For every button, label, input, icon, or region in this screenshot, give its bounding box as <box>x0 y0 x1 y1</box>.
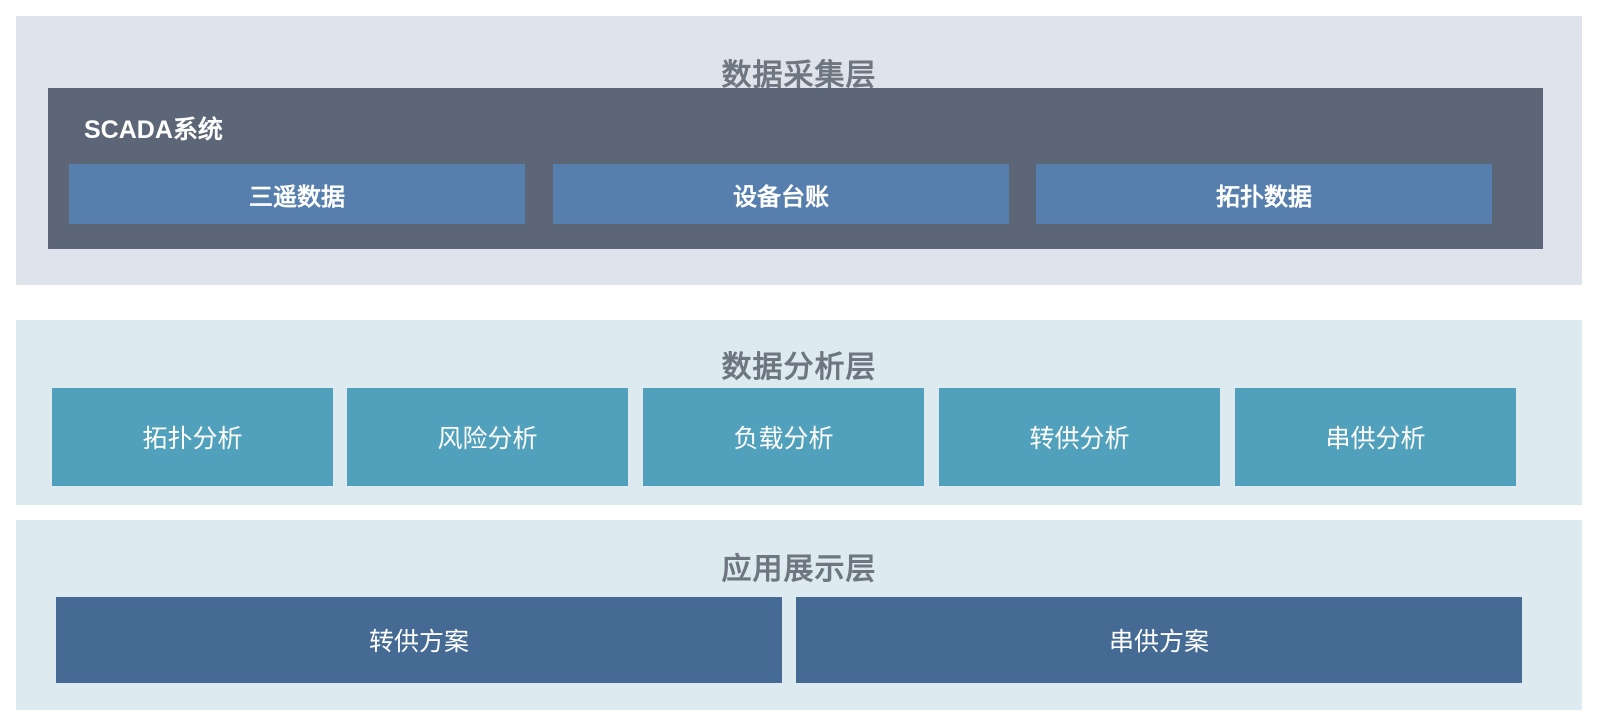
acquisition-box-three-remote-data[interactable]: 三遥数据 <box>69 164 525 224</box>
layer-title-data-analysis: 数据分析层 <box>721 351 877 384</box>
analysis-box-load-analysis[interactable]: 负载分析 <box>643 388 924 486</box>
scada-system-label: SCADA系统 <box>84 116 223 144</box>
analysis-box-topology-analysis[interactable]: 拓扑分析 <box>52 388 333 486</box>
layer-title-application-presentation: 应用展示层 <box>721 553 877 586</box>
application-box-series-supply-plan[interactable]: 串供方案 <box>796 597 1522 683</box>
acquisition-box-equipment-ledger[interactable]: 设备台账 <box>553 164 1009 224</box>
scada-system-group: SCADA系统 三遥数据 设备台账 拓扑数据 <box>48 88 1543 249</box>
analysis-box-risk-analysis[interactable]: 风险分析 <box>347 388 628 486</box>
layer-data-acquisition: 数据采集层 SCADA系统 三遥数据 设备台账 拓扑数据 <box>16 16 1582 285</box>
application-box-transfer-supply-plan[interactable]: 转供方案 <box>56 597 782 683</box>
layer-title-data-acquisition: 数据采集层 <box>721 59 877 92</box>
layer-application-presentation: 应用展示层 转供方案 串供方案 <box>16 520 1582 710</box>
analysis-box-series-supply-analysis[interactable]: 串供分析 <box>1235 388 1516 486</box>
analysis-box-transfer-supply-analysis[interactable]: 转供分析 <box>939 388 1220 486</box>
layer-data-analysis: 数据分析层 拓扑分析 风险分析 负载分析 转供分析 串供分析 <box>16 320 1582 505</box>
acquisition-box-topology-data[interactable]: 拓扑数据 <box>1036 164 1492 224</box>
